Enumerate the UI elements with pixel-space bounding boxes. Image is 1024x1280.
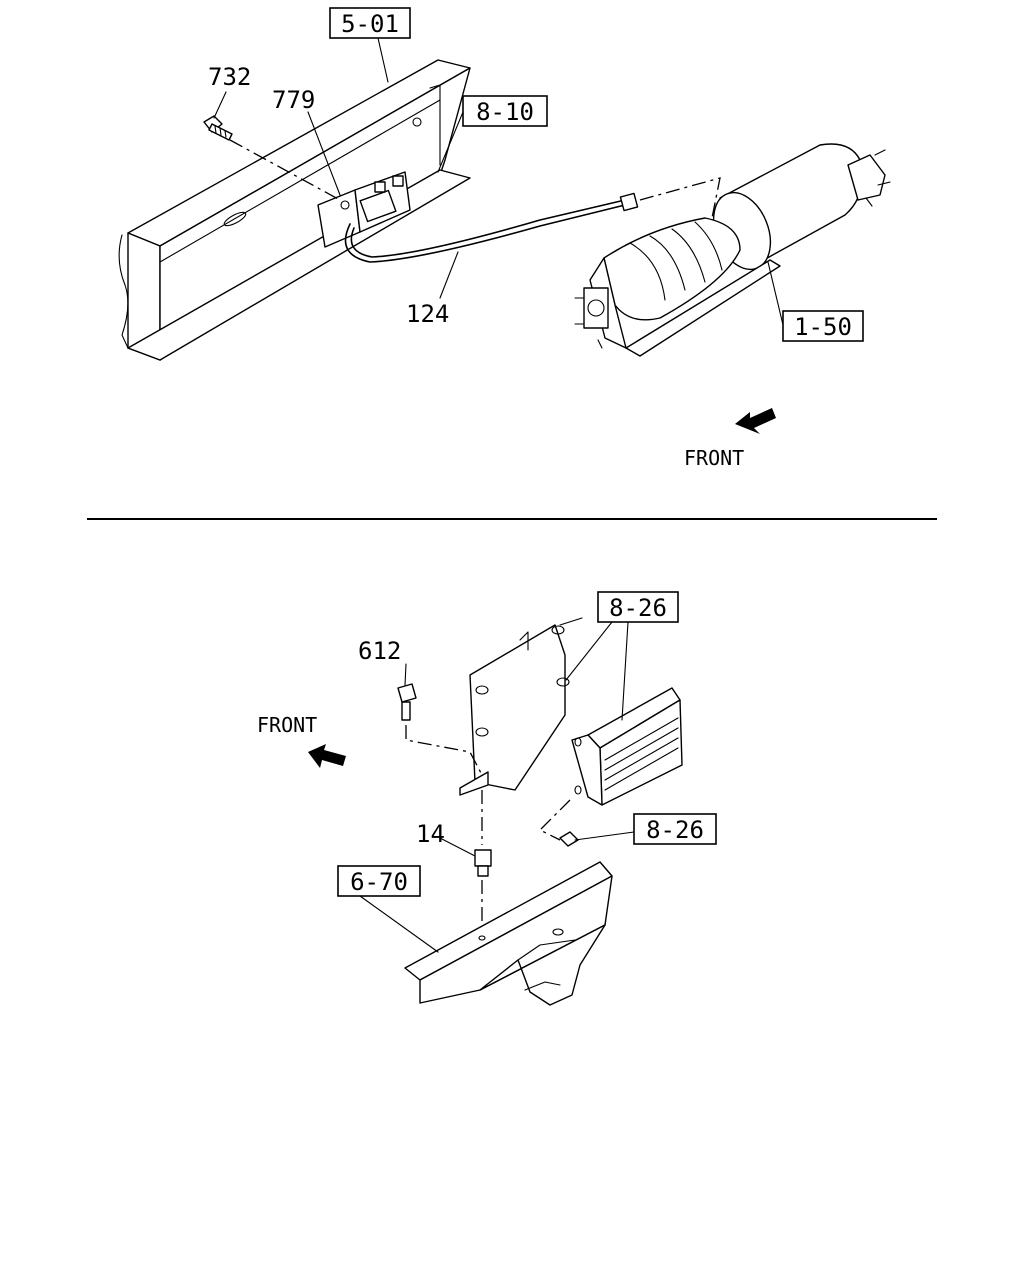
bracket-779	[317, 171, 411, 248]
front-arrow-top: FRONT	[684, 408, 776, 470]
svg-text:6-70: 6-70	[350, 868, 408, 896]
part-label-14: 14	[416, 820, 445, 848]
svg-text:1-50: 1-50	[794, 313, 852, 341]
bottom-leaders	[359, 621, 635, 953]
ref-box-8-10: 8-10	[462, 95, 548, 127]
stud-14	[474, 790, 492, 938]
svg-text:8-26: 8-26	[609, 594, 667, 622]
ref-box-8-26-nut: 8-26	[633, 813, 717, 845]
part-label-779: 779	[272, 86, 315, 114]
ref-box-5-01: 5-01	[329, 7, 411, 39]
svg-text:8-26: 8-26	[646, 816, 704, 844]
exhaust-assembly-1-50	[574, 143, 891, 357]
front-arrow-bottom: FRONT	[257, 713, 346, 768]
part-label-124: 124	[406, 300, 449, 328]
nut-8-26	[538, 799, 579, 847]
ref-box-1-50: 1-50	[782, 310, 864, 342]
bottom-view: 8-26 8-26 6-70 612 14 FRONT	[257, 591, 717, 1006]
ref-box-6-70: 6-70	[337, 865, 421, 897]
controller-bracket	[459, 617, 583, 796]
svg-text:8-10: 8-10	[476, 98, 534, 126]
frame-6-70	[404, 861, 613, 1006]
svg-text:FRONT: FRONT	[257, 713, 317, 737]
front-arrow-icon	[735, 408, 776, 434]
bolt-612	[397, 683, 483, 776]
top-view: 5-01 8-10 1-50 732 779 124 FRONT	[118, 7, 891, 470]
part-label-732: 732	[208, 63, 251, 91]
controller-module-8-26	[571, 687, 683, 806]
hose-124	[344, 177, 721, 263]
part-label-612: 612	[358, 637, 401, 665]
ref-box-8-26-top: 8-26	[597, 591, 679, 623]
bolt-732	[203, 115, 341, 201]
front-arrow-icon	[308, 744, 346, 768]
svg-text:FRONT: FRONT	[684, 446, 744, 470]
svg-text:5-01: 5-01	[341, 10, 399, 38]
top-leaders	[213, 37, 784, 326]
